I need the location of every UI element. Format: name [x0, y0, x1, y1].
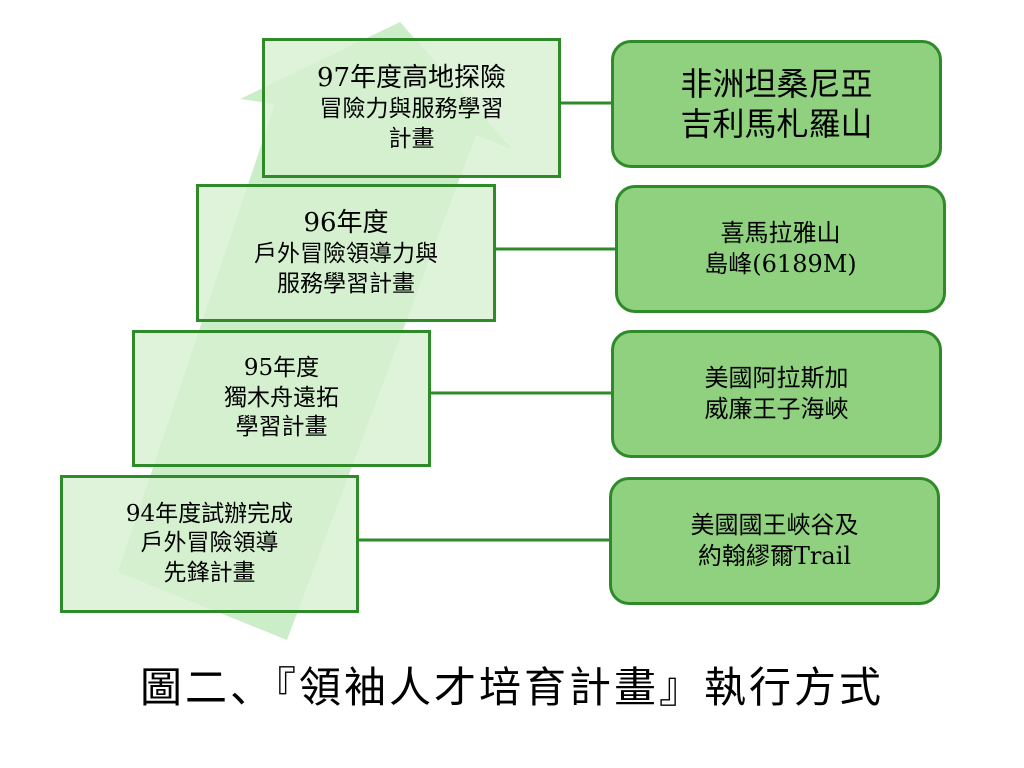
destination-96-line-2: 島峰(6189M): [704, 250, 857, 278]
plan-95-line-2: 獨木舟遠拓: [224, 384, 339, 411]
destination-box-alaska: 美國阿拉斯加 威廉王子海峽: [611, 330, 942, 458]
plan-box-95: 95年度 獨木舟遠拓 學習計畫: [132, 330, 431, 467]
destination-97-line-2: 吉利馬札羅山: [680, 105, 873, 143]
plan-96-line-3: 服務學習計畫: [277, 270, 415, 297]
destination-94-line-1: 美國國王峽谷及: [690, 511, 859, 540]
plan-95-line-1: 95年度: [243, 355, 320, 382]
plan-95-line-3: 學習計畫: [235, 414, 328, 441]
destination-94-line-2: 約翰繆爾Trail: [697, 542, 852, 570]
destination-box-kings-canyon: 美國國王峽谷及 約翰繆爾Trail: [609, 477, 940, 605]
plan-box-97: 97年度高地探險 冒險力與服務學習 計畫: [262, 38, 561, 178]
plan-96-line-1: 96年度: [303, 207, 389, 238]
plan-94-line-1: 94年度試辦完成: [125, 500, 294, 527]
destination-box-himalaya: 喜馬拉雅山 島峰(6189M): [615, 185, 946, 313]
destination-box-kilimanjaro: 非洲坦桑尼亞 吉利馬札羅山: [611, 40, 942, 168]
plan-94-line-3: 先鋒計畫: [163, 559, 256, 586]
plan-box-94: 94年度試辦完成 戶外冒險領導 先鋒計畫: [60, 475, 359, 613]
plan-box-96: 96年度 戶外冒險領導力與 服務學習計畫: [196, 184, 496, 322]
plan-96-line-2: 戶外冒險領導力與: [254, 241, 438, 268]
plan-97-line-1: 97年度高地探險: [316, 62, 507, 93]
destination-96-line-1: 喜馬拉雅山: [720, 219, 841, 248]
destination-97-line-1: 非洲坦桑尼亞: [680, 65, 873, 103]
plan-97-line-3: 計畫: [388, 125, 435, 152]
figure-caption: 圖二、『領袖人才培育計畫』執行方式: [139, 663, 884, 712]
destination-95-line-2: 威廉王子海峽: [704, 395, 849, 423]
plan-94-line-2: 戶外冒險領導: [140, 530, 279, 557]
destination-95-line-1: 美國阿拉斯加: [704, 364, 849, 393]
plan-97-line-2: 冒險力與服務學習: [319, 96, 504, 123]
